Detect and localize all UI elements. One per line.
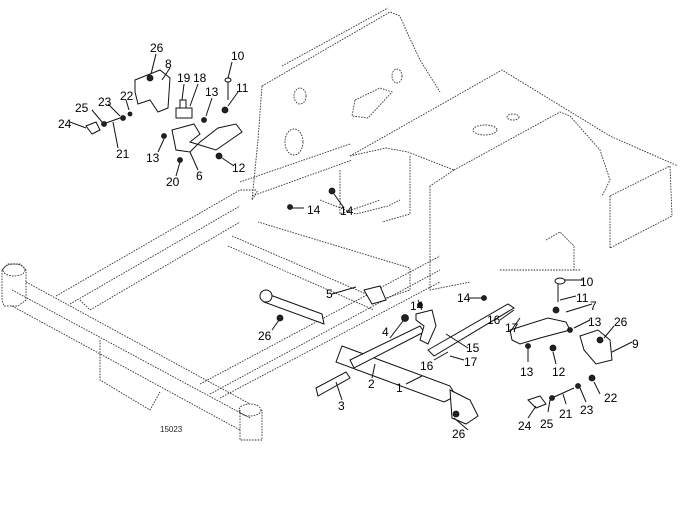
callout-21: 21 bbox=[559, 407, 573, 421]
callout-13: 13 bbox=[588, 315, 602, 329]
callout-24: 24 bbox=[58, 117, 72, 131]
callout-25: 25 bbox=[540, 417, 554, 431]
callout-labels: 26 8 19 18 10 13 11 25 23 22 24 21 13 20… bbox=[58, 41, 639, 441]
nut-22-upper bbox=[127, 111, 133, 117]
callout-22: 22 bbox=[120, 89, 134, 103]
callout-24: 24 bbox=[518, 419, 532, 433]
clevis-24-upper bbox=[85, 121, 101, 135]
nut-12-upper bbox=[215, 152, 223, 160]
callout-26: 26 bbox=[614, 315, 628, 329]
nut-23-lower bbox=[575, 383, 581, 389]
bracket-7 bbox=[509, 317, 571, 345]
callout-2: 2 bbox=[368, 377, 375, 391]
callout-13: 13 bbox=[520, 365, 534, 379]
block-19 bbox=[179, 99, 187, 109]
callout-11: 11 bbox=[576, 291, 589, 305]
nut-11-upper bbox=[221, 106, 229, 114]
rod-21-upper bbox=[105, 117, 121, 124]
callout-10: 10 bbox=[580, 275, 594, 289]
bracket-8 bbox=[134, 69, 171, 113]
callout-25: 25 bbox=[75, 101, 89, 115]
callout-12: 12 bbox=[232, 161, 246, 175]
callout-17: 17 bbox=[505, 321, 519, 335]
callout-11: 11 bbox=[236, 81, 249, 95]
callout-26: 26 bbox=[150, 41, 164, 55]
bolt-20 bbox=[177, 157, 183, 163]
nut-13-lower bbox=[525, 343, 531, 349]
bolt-10-upper bbox=[224, 77, 232, 83]
callout-20: 20 bbox=[166, 175, 180, 189]
nut-26-left bbox=[276, 314, 284, 322]
callout-13: 13 bbox=[205, 85, 219, 99]
clevis-24-lower bbox=[527, 395, 547, 409]
callout-7: 7 bbox=[590, 299, 597, 313]
pedal-bar-3 bbox=[315, 371, 351, 397]
nut-26-upper bbox=[146, 74, 154, 82]
nut-26-lower bbox=[452, 410, 460, 418]
callout-26: 26 bbox=[452, 427, 466, 441]
callout-15: 15 bbox=[466, 341, 480, 355]
leader-lines bbox=[69, 53, 633, 431]
bolt-10-right bbox=[554, 277, 566, 285]
callout-14: 14 bbox=[340, 204, 354, 218]
bracket-lower bbox=[449, 389, 479, 425]
chassis-frame bbox=[1, 189, 441, 441]
link-15 bbox=[427, 303, 515, 357]
bracket-9 bbox=[579, 329, 613, 365]
callout-19: 19 bbox=[177, 71, 191, 85]
washer-25-upper bbox=[101, 121, 107, 127]
callout-10: 10 bbox=[231, 49, 245, 63]
callout-12: 12 bbox=[552, 365, 566, 379]
callout-16: 16 bbox=[420, 359, 434, 373]
callout-18: 18 bbox=[193, 71, 207, 85]
figure-id: 15023 bbox=[160, 425, 183, 434]
upper-left-assembly bbox=[85, 69, 243, 163]
callout-13: 13 bbox=[146, 151, 160, 165]
callout-17: 17 bbox=[464, 355, 478, 369]
nut-26-right bbox=[596, 336, 604, 344]
block-18 bbox=[175, 107, 193, 119]
callout-16: 16 bbox=[487, 313, 501, 327]
lever-6 bbox=[171, 123, 243, 153]
callout-14: 14 bbox=[307, 203, 321, 217]
bracket-5 bbox=[363, 285, 387, 305]
callout-3: 3 bbox=[338, 399, 345, 413]
callout-6: 6 bbox=[196, 169, 203, 183]
rod-21-lower bbox=[553, 387, 575, 398]
nut-12-right bbox=[549, 344, 557, 352]
lever-plate bbox=[415, 309, 437, 345]
callout-14: 14 bbox=[410, 299, 424, 313]
callout-26: 26 bbox=[258, 329, 272, 343]
nut-13-right bbox=[567, 327, 573, 333]
callout-14: 14 bbox=[457, 291, 471, 305]
callout-23: 23 bbox=[580, 403, 594, 417]
callout-9: 9 bbox=[632, 337, 639, 351]
nut-23-upper bbox=[120, 115, 126, 121]
lower-right-linkage bbox=[259, 187, 613, 425]
callout-1: 1 bbox=[396, 381, 403, 395]
nut-13-left bbox=[161, 133, 167, 139]
callout-5: 5 bbox=[326, 287, 333, 301]
callout-4: 4 bbox=[382, 325, 389, 339]
nut-11-right bbox=[552, 306, 560, 314]
washer-25-lower bbox=[549, 395, 555, 401]
upper-frame-body bbox=[239, 7, 679, 291]
callout-22: 22 bbox=[604, 391, 618, 405]
nut-22-lower bbox=[588, 374, 596, 382]
callout-8: 8 bbox=[165, 57, 172, 71]
callout-21: 21 bbox=[116, 147, 130, 161]
nut-13-upper bbox=[201, 117, 207, 123]
callout-23: 23 bbox=[98, 95, 112, 109]
